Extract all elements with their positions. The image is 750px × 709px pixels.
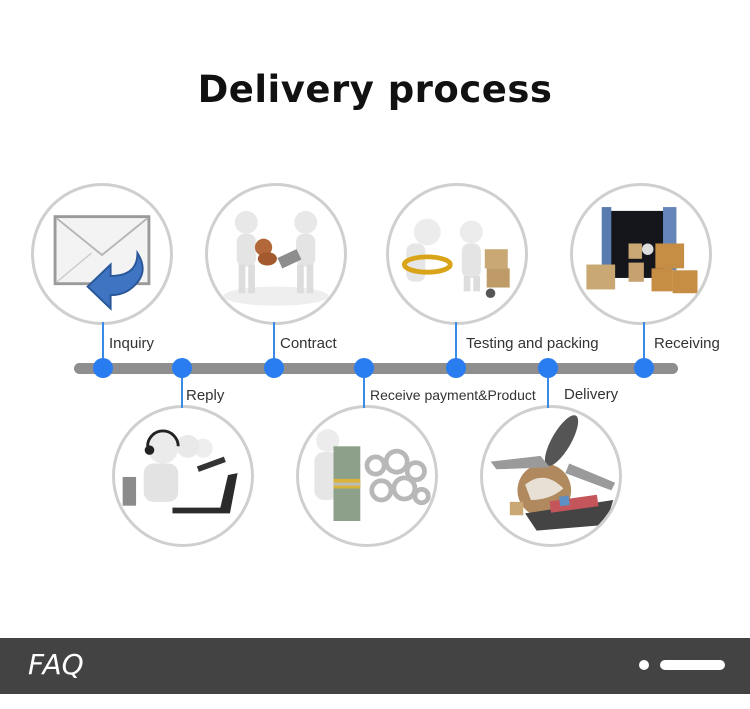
step-illustration-testing-packing [386,183,528,325]
step-label-contract: Contract [280,335,337,352]
stem-inquiry [102,322,104,362]
timeline-dot-reply [172,358,192,378]
step-illustration-reply [112,405,254,547]
timeline-dot-contract [264,358,284,378]
customer-service-icon [122,429,238,514]
payment-gears-icon [314,429,431,522]
stem-testing [455,322,457,362]
step-illustration-receiving [570,183,712,325]
timeline-dot-delivery [538,358,558,378]
stem-receiving [643,322,645,362]
step-label-reply: Reply [186,387,225,404]
faq-section-header: FAQ [0,638,750,694]
timeline-dot-testing [446,358,466,378]
faq-heading: FAQ [28,648,84,681]
pagination-dot-1[interactable] [639,660,649,670]
step-label-inquiry: Inquiry [109,335,155,352]
timeline-dot-receiving [634,358,654,378]
container-boxes-icon [586,207,698,294]
step-illustration-delivery [480,405,622,547]
page-title: Delivery process [197,68,553,111]
plane-ship-globe-icon [490,415,616,531]
contract-stamp-icon [223,210,329,306]
pagination-dot-2-active[interactable] [660,660,725,670]
timeline-bar [74,363,678,374]
step-illustration-payment [296,405,438,547]
step-label-delivery: Delivery [564,386,619,403]
step-illustration-inquiry [31,183,173,325]
timeline-dot-payment [354,358,374,378]
step-illustration-contract [205,183,347,325]
stem-delivery [547,372,549,408]
timeline-dot-inquiry [93,358,113,378]
step-label-testing: Testing and packing [466,335,599,352]
step-label-payment: Receive payment&Product [370,387,536,403]
stem-payment [363,372,365,408]
stem-contract [273,322,275,362]
stem-reply [181,372,183,408]
envelope-reply-icon [53,215,151,311]
testing-packing-icon [401,218,510,299]
step-label-receiving: Receiving [654,335,720,352]
